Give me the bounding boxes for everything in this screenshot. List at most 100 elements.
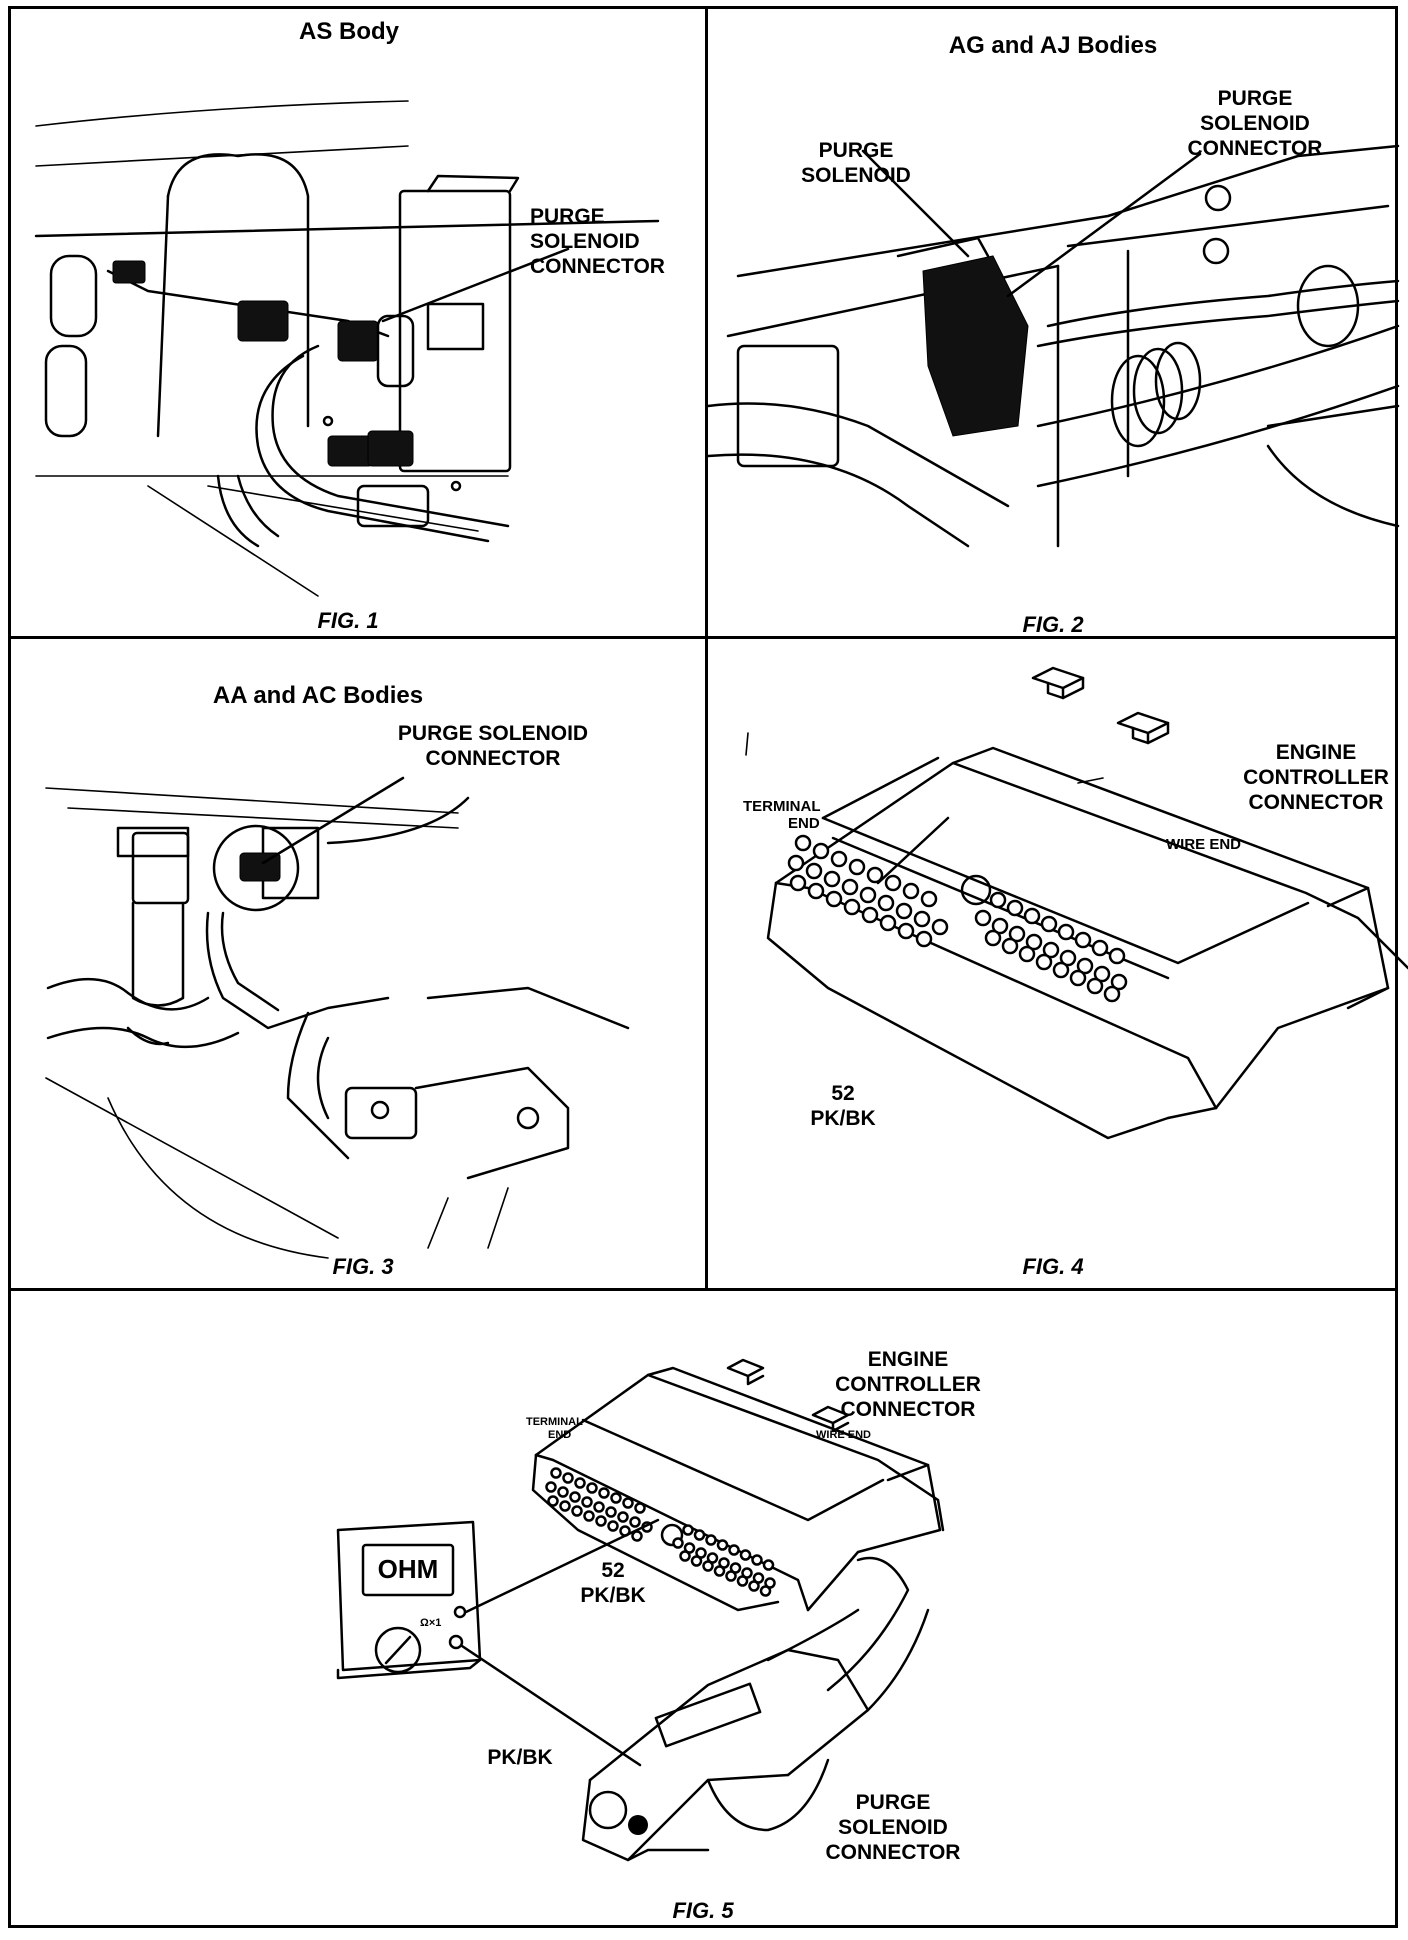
connector-pin <box>991 917 1009 935</box>
connector-pin <box>805 862 823 880</box>
fig5-ecm-callout-line2: CONTROLLER <box>835 1373 981 1396</box>
connector-pin <box>736 1575 749 1587</box>
connector-pin <box>748 1580 760 1592</box>
panel-fig4: ENGINE CONTROLLER CONNECTOR TERMINAL END… <box>708 638 1408 1288</box>
connector-pin <box>807 882 825 900</box>
fig5-pin-color: PK/BK <box>580 1584 646 1607</box>
panel-fig5: ENGINE CONTROLLER CONNECTOR TERMINAL END… <box>8 1290 1398 1928</box>
connector-pin <box>1001 937 1019 955</box>
connector-pin <box>1006 899 1024 917</box>
connector-pin <box>1018 945 1036 963</box>
connector-pin <box>830 850 848 868</box>
connector-pin <box>725 1570 737 1582</box>
connector-pin <box>762 1559 775 1571</box>
connector-pin <box>1074 931 1092 949</box>
panel-fig2: AG and AJ Bodies PURGE SOLENOID PURGE SO… <box>706 6 1400 637</box>
connector-pin <box>841 878 859 896</box>
connector-pin <box>931 918 949 936</box>
connector-pin <box>557 1486 569 1498</box>
connector-pin <box>812 842 830 860</box>
connector-pin <box>989 891 1007 909</box>
connector-pin <box>631 1530 643 1542</box>
connector-pin <box>1110 973 1128 991</box>
fig5-terminal-end-line1: TERMINAL <box>526 1416 583 1428</box>
fig5-ecm-connector-drawing <box>531 1358 945 1612</box>
fig4-wire-end: WIRE END <box>1166 836 1241 853</box>
fig5-meter-and-purge-drawing <box>336 1518 930 1862</box>
connector-pin <box>823 870 841 888</box>
connector-pin <box>1093 965 1111 983</box>
connector-pin <box>895 902 913 920</box>
fig2-connector-line3: CONNECTOR <box>1187 137 1323 160</box>
connector-pin <box>920 890 938 908</box>
panel-fig1: AS Body PURGE SOLENOID CONNECTOR FIG. 1 <box>8 6 706 636</box>
fig2-solenoid-line1: PURGE <box>818 139 894 162</box>
fig4-terminal-end-line1: TERMINAL <box>743 798 821 815</box>
connector-pin <box>1086 977 1104 995</box>
connector-pin <box>571 1505 583 1517</box>
connector-pin <box>1008 925 1026 943</box>
fig1-title: AS Body <box>298 18 399 45</box>
connector-pin <box>610 1492 622 1504</box>
page-frame <box>8 6 1398 1928</box>
connector-pin <box>739 1549 752 1561</box>
fig5-purge-callout-line2: SOLENOID <box>838 1816 948 1839</box>
connector-pin <box>634 1502 646 1514</box>
connector-pin <box>861 906 879 924</box>
connector-pin <box>562 1472 574 1484</box>
fig2-illustration <box>706 144 1400 548</box>
connector-pin <box>595 1515 607 1527</box>
connector-pin <box>913 910 931 928</box>
connector-pin <box>1091 939 1109 957</box>
connector-pin <box>1040 915 1058 933</box>
connector-pin <box>1023 907 1041 925</box>
fig5-caption: FIG. 5 <box>672 1898 734 1923</box>
connector-pin <box>751 1554 763 1566</box>
connector-pin <box>1035 953 1053 971</box>
connector-pin <box>1103 985 1121 1003</box>
connector-pin <box>550 1467 562 1479</box>
divider-horizontal-2 <box>8 1288 1398 1291</box>
connector-pin <box>789 874 807 892</box>
divider-vertical-top <box>705 6 708 1290</box>
connector-pin <box>690 1555 703 1567</box>
connector-pin <box>586 1482 598 1494</box>
panel-fig3: AA and AC Bodies PURGE SOLENOID CONNECTO… <box>8 638 706 1288</box>
fig5-pin-number: 52 <box>601 1559 625 1582</box>
connector-pin <box>547 1495 559 1507</box>
divider-horizontal-1 <box>8 636 1398 639</box>
connector-pin <box>679 1550 691 1562</box>
fig4-connector-drawing <box>766 666 1408 1140</box>
fig1-callout-line1: PURGE <box>530 205 605 228</box>
connector-pin <box>713 1565 726 1577</box>
fig4-callout-line3: CONNECTOR <box>1248 791 1384 814</box>
fig4-callout-line2: CONTROLLER <box>1243 766 1389 789</box>
fig2-title: AG and AJ Bodies <box>948 32 1158 59</box>
connector-pin <box>559 1500 571 1512</box>
fig5-meter-display: OHM <box>377 1554 439 1584</box>
fig5-ecm-callout-line3: CONNECTOR <box>840 1398 976 1421</box>
fig5-wire-end: WIRE END <box>816 1429 871 1441</box>
fig4-callout-lines <box>745 732 1104 885</box>
fig5-purge-callout-line1: PURGE <box>855 1791 931 1814</box>
connector-pin <box>545 1481 557 1493</box>
fig3-illustration <box>45 776 630 1259</box>
connector-pin <box>848 858 866 876</box>
fig5-probe-wire-label: PK/BK <box>487 1746 553 1769</box>
fig5-purge-callout-line3: CONNECTOR <box>825 1841 961 1864</box>
connector-pin <box>629 1516 641 1528</box>
fig2-connector-line2: SOLENOID <box>1200 112 1310 135</box>
connector-pin <box>1052 961 1070 979</box>
connector-pin <box>672 1537 684 1549</box>
connector-pin <box>728 1544 740 1556</box>
connector-pin <box>1108 947 1126 965</box>
connector-pin <box>884 874 902 892</box>
fig5-pins <box>545 1467 776 1597</box>
connector-pin <box>866 866 884 884</box>
fig4-terminal-end-line2: END <box>788 815 820 832</box>
connector-pin <box>915 930 933 948</box>
fig5-ecm-callout-line1: ENGINE <box>867 1348 949 1371</box>
fig2-caption: FIG. 2 <box>1022 612 1084 637</box>
connector-pin <box>617 1511 629 1523</box>
connector-pin <box>1025 933 1043 951</box>
